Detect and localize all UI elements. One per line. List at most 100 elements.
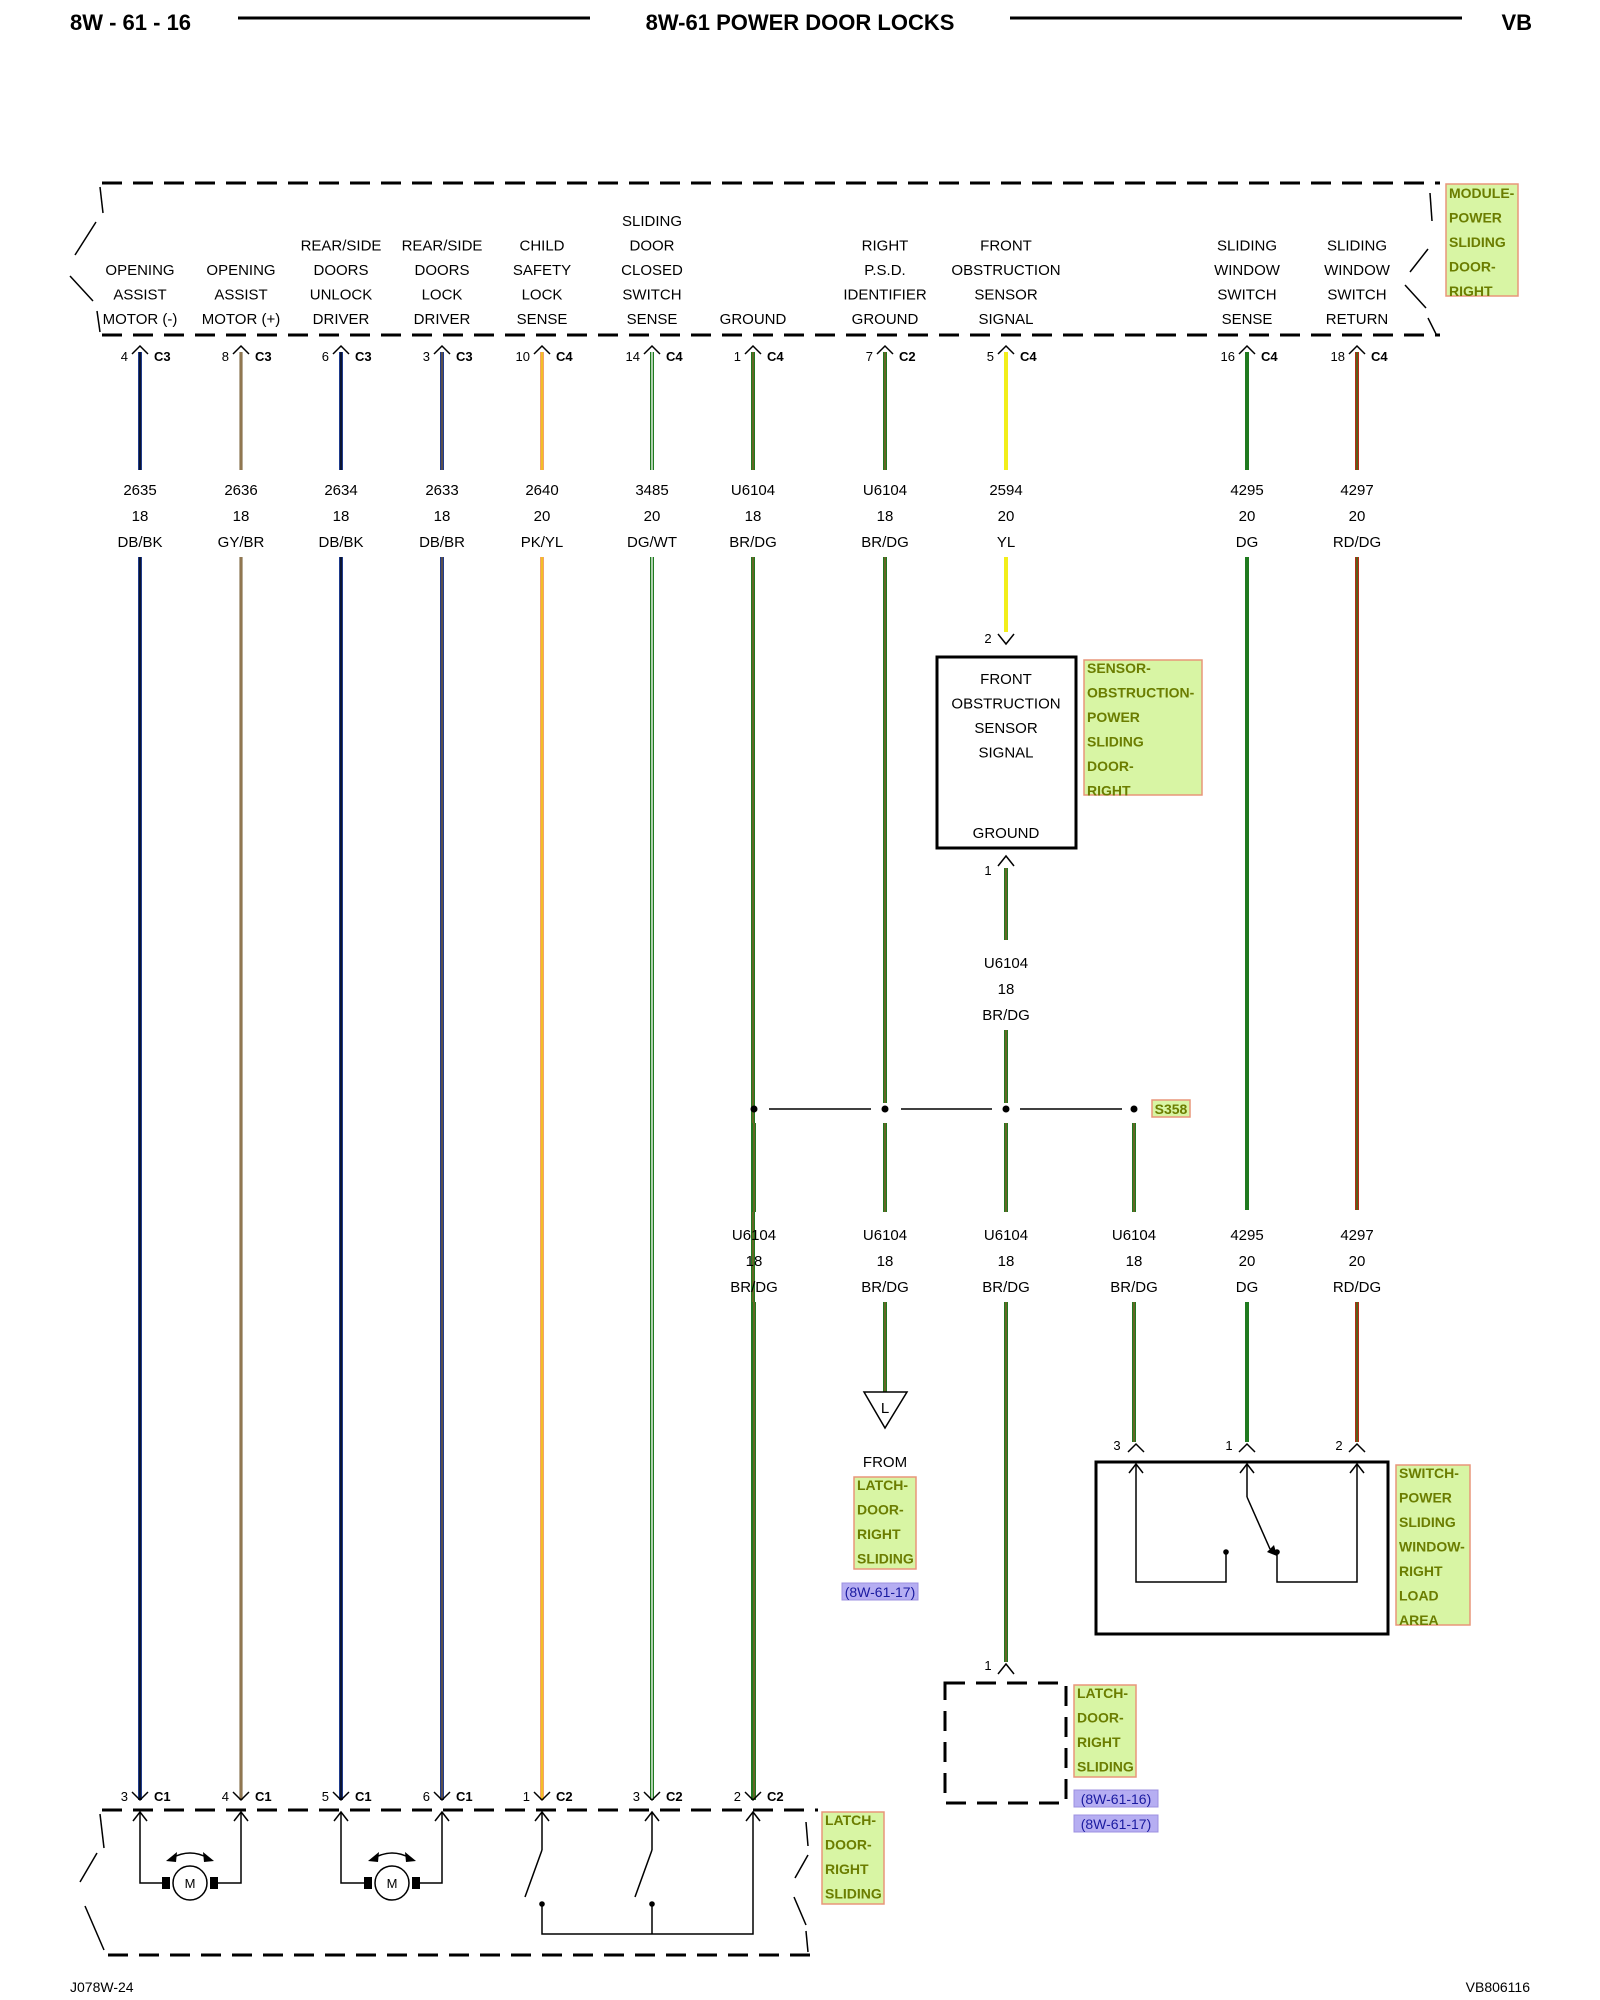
- latch-bottom-name-line-3: SLIDING: [825, 1886, 882, 1902]
- terminal-1-conn: C3: [255, 349, 272, 364]
- terminal-4-label-line-3: SENSE: [517, 311, 568, 328]
- motor1-circle: [172, 1865, 208, 1901]
- from-latch-name-line-2: RIGHT: [857, 1526, 901, 1542]
- terminal-10-label-line-3: RETURN: [1326, 311, 1389, 328]
- terminal-8-pin: 5: [987, 349, 994, 364]
- wire-6-circuit: U6104: [731, 482, 775, 499]
- sensor-inner-line-3: SIGNAL: [978, 745, 1033, 762]
- wire-7-circuit: U6104: [863, 482, 907, 499]
- window-switch-name-line-4: RIGHT: [1399, 1563, 1443, 1579]
- terminal-0-pin: 4: [121, 349, 128, 364]
- wire-9-color: DG: [1236, 534, 1259, 551]
- wire-4-color: PK/YL: [521, 534, 564, 551]
- door-closed-switch-blade: [634, 1849, 653, 1898]
- sensor-name-line-0: SENSOR-: [1087, 660, 1151, 676]
- motor1-rotation-icon: [171, 1852, 209, 1859]
- terminal-5-pin: 14: [626, 349, 640, 364]
- splice-node-1: [750, 1105, 758, 1113]
- terminal-5-connector: [643, 344, 661, 355]
- sensor-ground-label: GROUND: [973, 825, 1040, 842]
- latch-pin-6-conn: C2: [767, 1789, 784, 1804]
- module-break-left-4: [96, 310, 101, 333]
- motor1-arrow-left-icon: [166, 1852, 177, 1862]
- terminal-10-connector: [1348, 344, 1366, 355]
- splice-s358: S358 U610418BR/DGU610418BR/DGU610418BR/D…: [730, 1099, 1381, 1800]
- module-break-left-2: [74, 221, 97, 256]
- splice-branch-2-gauge: 18: [998, 1253, 1015, 1270]
- latch-remote-box: [943, 1681, 1068, 1805]
- terminal-2-label-line-2: UNLOCK: [310, 287, 373, 304]
- terminal-6-label-line-0: GROUND: [720, 311, 787, 328]
- window-arrow-2: [1349, 1462, 1365, 1474]
- splice-node-4: [1130, 1105, 1138, 1113]
- terminal-3-conn: C3: [456, 349, 473, 364]
- terminal-10-pin: 18: [1331, 349, 1345, 364]
- window-switch-circuit-left: [1135, 1464, 1227, 1583]
- terminal-10-label-line-0: SLIDING: [1327, 238, 1387, 255]
- wire-9-circuit: 4295: [1230, 482, 1263, 499]
- terminal-9-label-line-1: WINDOW: [1214, 262, 1281, 279]
- wire-3-circuit: 2633: [425, 482, 458, 499]
- latch-pin-3-number: 6: [423, 1789, 430, 1804]
- latch-remote-ref-1[interactable]: (8W-61-16): [1081, 1791, 1152, 1807]
- from-latch-name-line-3: SLIDING: [857, 1551, 914, 1567]
- terminal-10-label-line-2: SWITCH: [1327, 287, 1386, 304]
- terminal-9-conn: C4: [1261, 349, 1278, 364]
- terminal-8-label-line-3: SIGNAL: [978, 311, 1033, 328]
- sensor-name-line-4: DOOR-: [1087, 758, 1134, 774]
- wire-4-circuit: 2640: [525, 482, 558, 499]
- latch-remote-ref-1-tag[interactable]: [1073, 1789, 1159, 1808]
- splice-name-tag: [1151, 1099, 1191, 1118]
- motor2-lead-left: [340, 1812, 364, 1884]
- sensor-out-circuit: U6104: [984, 955, 1028, 972]
- terminal-6-connector: [744, 344, 762, 355]
- window-switch-blade: [1246, 1496, 1271, 1550]
- window-wire-0-circuit: 4295: [1230, 1227, 1263, 1244]
- window-wire-0-color: DG: [1236, 1279, 1259, 1296]
- latch-remote-ref-2-tag[interactable]: [1073, 1814, 1159, 1833]
- wire-2-circuit: 2634: [324, 482, 357, 499]
- motor1-brush-right: [210, 1877, 218, 1889]
- wire-7-gauge: 18: [877, 508, 894, 525]
- sensor-name-line-5: RIGHT: [1087, 783, 1131, 799]
- window-pin-3: 3: [1113, 1438, 1120, 1453]
- from-label: FROM: [863, 1454, 907, 1471]
- sensor-signal-pin: 2: [984, 631, 991, 646]
- splice-branch-1-color: BR/DG: [861, 1279, 909, 1296]
- module-name-line-3: DOOR-: [1449, 259, 1496, 275]
- terminal-7-pin: 7: [866, 349, 873, 364]
- motor2-lead-right: [420, 1812, 443, 1884]
- terminal-6-conn: C4: [767, 349, 784, 364]
- terminal-4-label-line-0: CHILD: [519, 238, 564, 255]
- latch-pin-1-terminal: [232, 1791, 250, 1802]
- terminal-5-label-line-4: SENSE: [627, 311, 678, 328]
- window-switch-box: [1094, 1460, 1390, 1636]
- latch-pin-2-number: 5: [322, 1789, 329, 1804]
- latch-pin-5-conn: C2: [666, 1789, 683, 1804]
- sensor-inner-line-1: OBSTRUCTION: [951, 696, 1060, 713]
- terminal-4-label-line-2: LOCK: [522, 287, 563, 304]
- latch-bottom-name-tag: [821, 1811, 885, 1905]
- latch-bottom-name-line-0: LATCH-: [825, 1812, 876, 1828]
- from-page-ref[interactable]: (8W-61-17): [845, 1584, 916, 1600]
- window-switch-name-tag: [1395, 1464, 1471, 1626]
- terminal-2-label-line-1: DOORS: [313, 262, 368, 279]
- latch-pin-2-conn: C1: [355, 1789, 372, 1804]
- from-page-ref-tag[interactable]: [841, 1582, 919, 1601]
- window-pin-1-terminal: [1238, 1442, 1256, 1453]
- motor1-label: M: [185, 1876, 196, 1891]
- latch-remote-ref-2[interactable]: (8W-61-17): [1081, 1816, 1152, 1832]
- terminal-9-connector: [1238, 344, 1256, 355]
- wire-8-circuit: 2594: [989, 482, 1022, 499]
- terminal-3-label-line-3: DRIVER: [414, 311, 471, 328]
- latch-pin-4-terminal: [533, 1791, 551, 1802]
- module-name-line-0: MODULE-: [1449, 185, 1515, 201]
- splice-branch-0-gauge: 18: [746, 1253, 763, 1270]
- sensor-out-color: BR/DG: [982, 1007, 1030, 1024]
- latch-bottom-name-line-2: RIGHT: [825, 1861, 869, 1877]
